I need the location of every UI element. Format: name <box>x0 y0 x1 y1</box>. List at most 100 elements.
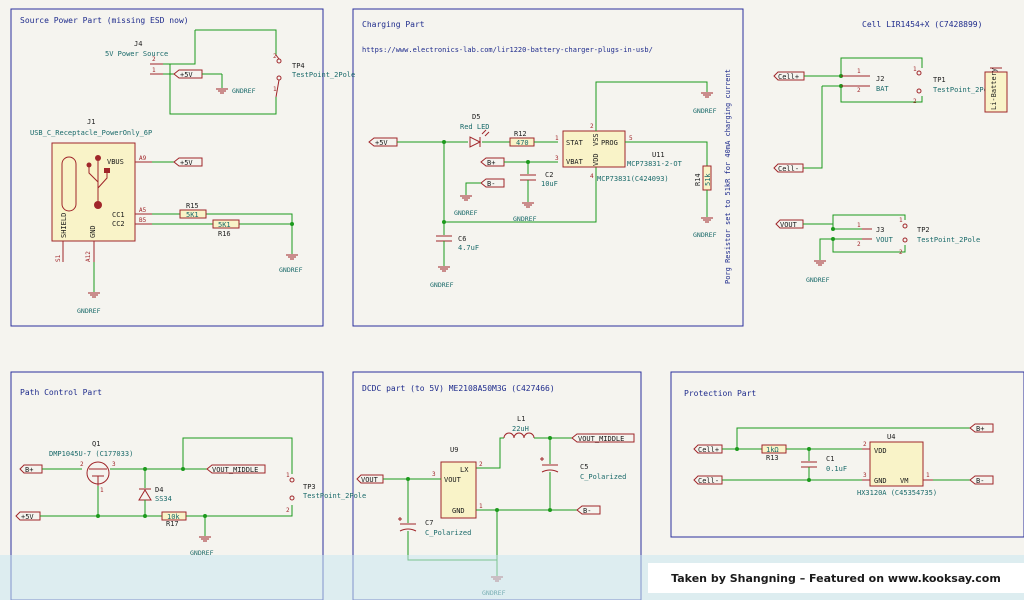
net-label-5v-charging: +5V <box>368 137 398 147</box>
c5-polarized-capacitor[interactable] <box>540 457 559 473</box>
d4-schottky-diode[interactable] <box>138 488 152 501</box>
svg-text:VOUT: VOUT <box>780 221 798 229</box>
u11-charger-ic[interactable] <box>562 130 626 168</box>
l1-inductor[interactable] <box>503 432 535 439</box>
gnd-symbol-j1 <box>88 292 100 298</box>
q1-ref: Q1 <box>92 440 100 448</box>
tp3-ref: TP3 <box>303 483 316 491</box>
u9-pin-lx: LX <box>460 466 469 474</box>
u9-ref: U9 <box>450 446 458 454</box>
c1-value: 0.1uF <box>826 465 847 473</box>
svg-text:+5V: +5V <box>21 513 34 521</box>
r15-resistor[interactable]: 5K1 <box>179 209 207 219</box>
svg-text:1: 1 <box>899 217 903 224</box>
net-label-cellminus-protection: Cell- <box>693 475 723 485</box>
tp4-testpoint[interactable]: 2 1 <box>273 53 282 98</box>
u9-pin-3: 3 <box>432 471 436 478</box>
tp1-value: TestPoint_2Pole <box>933 86 996 94</box>
section-title-path: Path Control Part <box>20 388 102 397</box>
l1-ref: L1 <box>517 415 525 423</box>
net-label-bplus-protection: B+ <box>969 423 994 433</box>
svg-text:1: 1 <box>286 472 290 479</box>
j1-pin-vbus: VBUS <box>107 158 124 166</box>
u9-pin-1: 1 <box>479 503 483 510</box>
c7-value: C_Polarized <box>425 529 471 537</box>
j1-usb-c-receptacle[interactable] <box>51 142 136 242</box>
svg-text:2: 2 <box>273 53 277 60</box>
li-battery[interactable]: Li-Battery <box>984 67 1008 113</box>
gnd-symbol-c6 <box>438 266 450 272</box>
j3-ref: J3 <box>876 226 884 234</box>
c1-capacitor[interactable] <box>801 461 817 468</box>
j2-connector[interactable]: 1 2 <box>841 68 870 94</box>
r16-resistor[interactable]: 5K1 <box>212 219 240 229</box>
path-control-frame <box>10 371 324 600</box>
svg-text:470: 470 <box>516 139 529 147</box>
j1-pin-shield: SHIELD <box>60 213 68 238</box>
svg-text:VOUT_MIDDLE: VOUT_MIDDLE <box>212 466 258 474</box>
tp2-testpoint[interactable]: 1 2 <box>899 217 908 256</box>
u4-pin-2: 2 <box>863 441 867 448</box>
charging-url[interactable]: https://www.electronics-lab.com/lir1220-… <box>362 46 653 54</box>
svg-text:1: 1 <box>152 67 156 74</box>
tp2-ref: TP2 <box>917 226 930 234</box>
r14-resistor[interactable]: 51k <box>702 165 712 191</box>
svg-text:B-: B- <box>487 180 495 188</box>
c2-capacitor[interactable] <box>520 174 536 181</box>
q1-pmos[interactable]: 2 3 1 <box>80 461 116 494</box>
u9-pin-vout: VOUT <box>444 476 462 484</box>
u9-pin-gnd: GND <box>452 507 465 515</box>
svg-text:+5V: +5V <box>180 71 193 79</box>
net-label-vout-middle-path: VOUT_MIDDLE <box>206 464 266 474</box>
j4-connector[interactable]: 2 1 <box>150 56 163 75</box>
gnd-label-path: GNDREF <box>190 549 214 557</box>
j2-value: BAT <box>876 85 889 93</box>
net-label-cellplus-top: Cell+ <box>773 71 805 81</box>
gnd-symbol-path <box>199 536 211 542</box>
tp1-testpoint[interactable]: 1 2 <box>913 66 922 105</box>
c7-polarized-capacitor[interactable] <box>398 517 417 532</box>
net-label-bminus-protection: B- <box>969 475 994 485</box>
net-label-5v-vbus: +5V <box>173 157 203 167</box>
net-label-bminus-charging: B- <box>480 178 505 188</box>
gnd-label-j3: GNDREF <box>806 276 830 284</box>
j3-connector[interactable]: 1 2 <box>857 222 872 248</box>
u11-pin-prog: PROG <box>601 139 618 147</box>
svg-text:1kΩ: 1kΩ <box>766 446 779 454</box>
gnd-label-u11: GNDREF <box>693 107 717 115</box>
r13-resistor[interactable]: 1kΩ <box>761 444 787 454</box>
u9-boost-converter[interactable] <box>440 461 477 519</box>
gnd-label-j1: GNDREF <box>77 307 101 315</box>
d5-red-led[interactable] <box>469 129 490 148</box>
svg-text:+5V: +5V <box>180 159 193 167</box>
r12-resistor[interactable]: 470 <box>509 137 535 147</box>
d4-ref: D4 <box>155 486 163 494</box>
r14-ref: R14 <box>694 173 702 186</box>
j1-pin-s1: S1 <box>55 254 62 262</box>
section-title-charging: Charging Part <box>362 20 425 29</box>
svg-text:VOUT: VOUT <box>361 476 379 484</box>
j4-ref: J4 <box>134 40 142 48</box>
section-title-dcdc: DCDC part (to 5V) ME2108A50M3G (C427466) <box>362 384 555 393</box>
gnd-label-j4: GNDREF <box>232 87 256 95</box>
u11-value: MCP73831-2-OT <box>627 160 683 168</box>
c6-capacitor[interactable] <box>436 235 452 242</box>
d4-value: SS34 <box>155 495 172 503</box>
u4-protection-ic[interactable] <box>869 441 924 487</box>
svg-text:B-: B- <box>583 507 591 515</box>
gnd-label-bminus: GNDREF <box>454 209 478 217</box>
gnd-symbol-c2 <box>522 202 534 208</box>
d5-ref: D5 <box>472 113 480 121</box>
svg-text:2: 2 <box>857 241 861 248</box>
tp4-value: TestPoint_2Pole <box>292 71 355 79</box>
gnd-label-cc: GNDREF <box>279 266 303 274</box>
d5-value: Red LED <box>460 123 490 131</box>
prog-resistor-note: Porg Resistor set to 51kR for 40mA charg… <box>724 69 732 284</box>
svg-text:2: 2 <box>80 461 84 468</box>
u4-pin-1: 1 <box>926 472 930 479</box>
j1-pin-a9: A9 <box>139 155 147 162</box>
net-label-5v-j4: +5V <box>173 69 203 79</box>
tp3-testpoint[interactable]: 1 2 <box>286 472 295 514</box>
gnd-symbol-r14 <box>701 217 713 223</box>
